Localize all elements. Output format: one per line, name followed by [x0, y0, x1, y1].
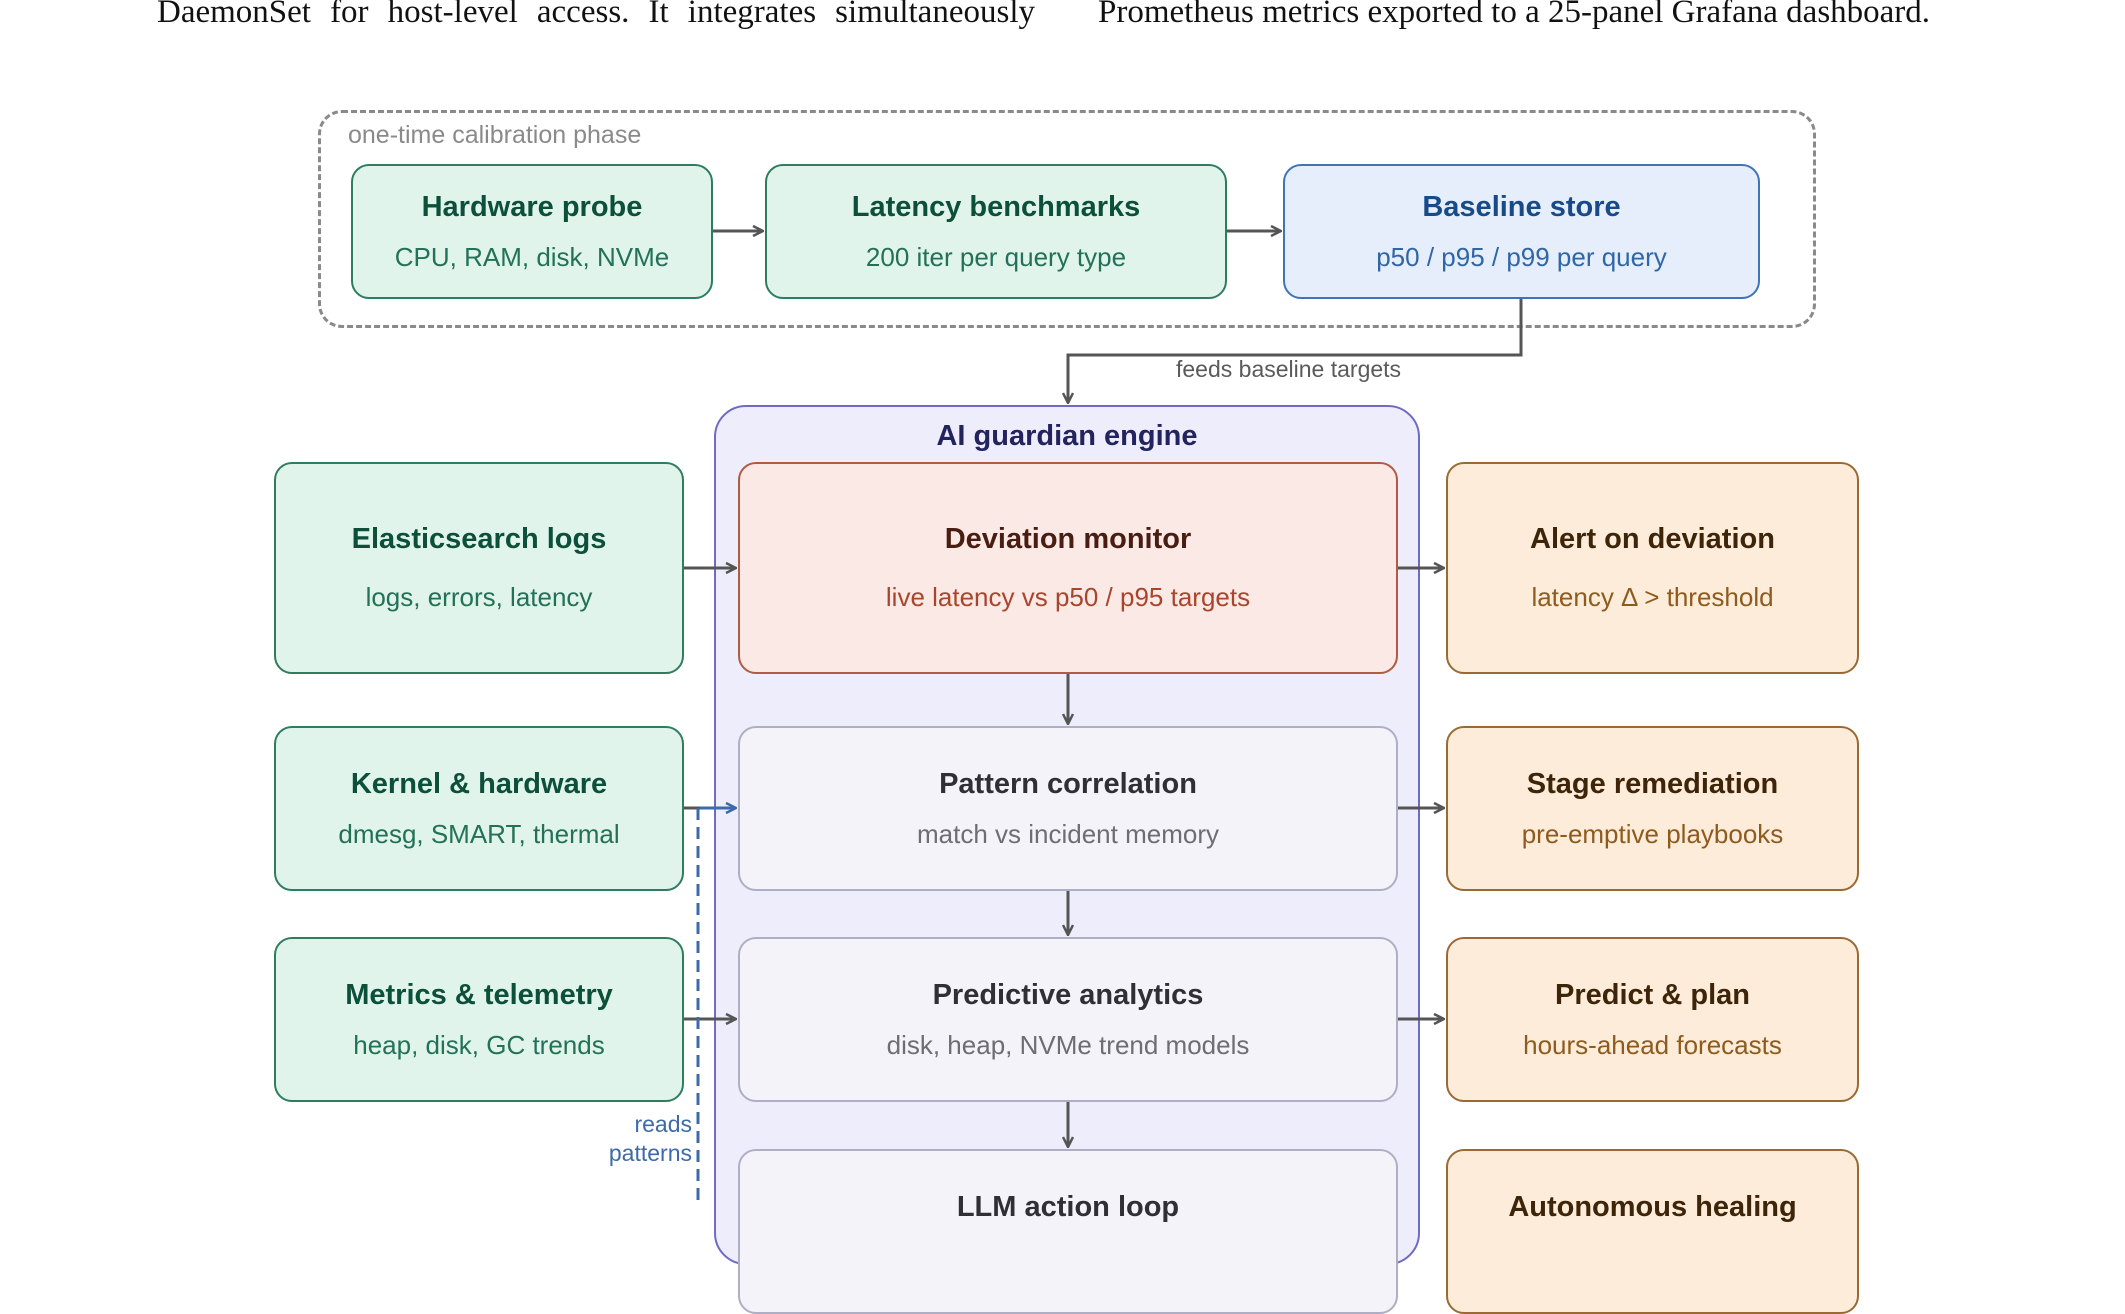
node-title: Autonomous healing	[1508, 1191, 1797, 1223]
node-title: Latency benchmarks	[851, 190, 1141, 223]
calibration-phase-label: one-time calibration phase	[348, 121, 642, 149]
node-subtitle: CPU, RAM, disk, NVMe	[394, 241, 670, 272]
node-subtitle: pre-emptive playbooks	[1521, 818, 1784, 849]
baseline-store-node: Baseline store p50 / p95 / p99 per query	[1283, 164, 1760, 299]
node-title: Pattern correlation	[939, 767, 1197, 800]
node-subtitle: live latency vs p50 / p95 targets	[885, 582, 1251, 612]
node-title: Stage remediation	[1526, 767, 1779, 800]
node-title: LLM action loop	[956, 1191, 1180, 1223]
feeds-baseline-targets-label: feeds baseline targets	[1176, 356, 1402, 382]
node-title: Alert on deviation	[1530, 523, 1775, 555]
node-subtitle: hours-ahead forecasts	[1523, 1029, 1782, 1060]
node-title: Metrics & telemetry	[345, 978, 613, 1011]
node-subtitle: dmesg, SMART, thermal	[338, 818, 620, 849]
node-subtitle: p50 / p95 / p99 per query	[1376, 241, 1667, 272]
predict-plan-node: Predict & plan hours-ahead forecasts	[1446, 937, 1859, 1102]
kernel-hardware-node: Kernel & hardware dmesg, SMART, thermal	[274, 726, 684, 891]
reads-label-line-2: patterns	[608, 1140, 692, 1166]
pattern-correlation-node: Pattern correlation match vs incident me…	[738, 726, 1398, 891]
paper-text-right: Prometheus metrics exported to a 25-pane…	[1098, 0, 1931, 30]
stage-remediation-node: Stage remediation pre-emptive playbooks	[1446, 726, 1859, 891]
node-title: Baseline store	[1422, 190, 1621, 223]
node-subtitle: latency Δ > threshold	[1531, 582, 1774, 612]
node-title: Elasticsearch logs	[351, 523, 607, 555]
alert-on-deviation-node: Alert on deviation latency Δ > threshold	[1446, 462, 1859, 674]
node-subtitle: disk, heap, NVMe trend models	[886, 1029, 1250, 1060]
llm-action-loop-node: LLM action loop	[738, 1149, 1398, 1314]
node-subtitle: heap, disk, GC trends	[353, 1029, 605, 1060]
ai-guardian-engine-title: AI guardian engine	[936, 420, 1198, 452]
node-title: Deviation monitor	[944, 523, 1192, 555]
latency-benchmarks-node: Latency benchmarks 200 iter per query ty…	[765, 164, 1227, 299]
node-title: Hardware probe	[421, 190, 643, 223]
reads-label-line-1: reads	[634, 1111, 692, 1137]
elasticsearch-logs-node: Elasticsearch logs logs, errors, latency	[274, 462, 684, 674]
node-subtitle: 200 iter per query type	[865, 241, 1127, 272]
deviation-monitor-node: Deviation monitor live latency vs p50 / …	[738, 462, 1398, 674]
hardware-probe-node: Hardware probe CPU, RAM, disk, NVMe	[351, 164, 713, 299]
paper-text-left: DaemonSet for host-level access. It inte…	[157, 0, 1035, 30]
node-subtitle: match vs incident memory	[917, 818, 1219, 849]
metrics-telemetry-node: Metrics & telemetry heap, disk, GC trend…	[274, 937, 684, 1102]
node-subtitle: logs, errors, latency	[365, 582, 593, 612]
predictive-analytics-node: Predictive analytics disk, heap, NVMe tr…	[738, 937, 1398, 1102]
node-title: Predict & plan	[1555, 978, 1750, 1011]
node-title: Kernel & hardware	[350, 767, 608, 800]
node-title: Predictive analytics	[932, 978, 1204, 1011]
reads-patterns-label: reads patterns	[560, 1110, 692, 1168]
autonomous-healing-node: Autonomous healing	[1446, 1149, 1859, 1314]
